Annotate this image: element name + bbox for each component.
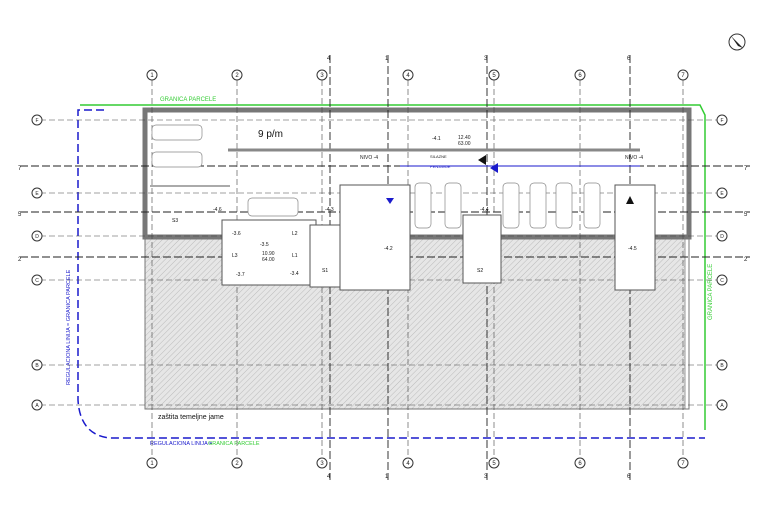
svg-text:10.90: 10.90 — [262, 251, 275, 257]
svg-text:7: 7 — [744, 166, 748, 172]
svg-text:12.40: 12.40 — [458, 135, 471, 141]
svg-text:-4.6: -4.6 — [213, 207, 222, 213]
room-labels: -4.1 -4.6 -4.3 -3.6 -3.5 -3.7 -3.4 L2 L1… — [172, 136, 637, 278]
svg-text:A: A — [35, 403, 39, 409]
svg-text:1: 1 — [385, 56, 389, 62]
svg-text:3: 3 — [320, 73, 324, 79]
svg-text:F: F — [720, 118, 723, 124]
svg-text:5: 5 — [492, 73, 496, 79]
svg-text:64.00: 64.00 — [262, 257, 275, 263]
section-marks: 4 1 3 6 4 1 3 6 7 5 2 7 5 2 — [18, 56, 748, 480]
svg-text:C: C — [720, 278, 724, 284]
svg-text:L3: L3 — [232, 253, 238, 259]
interior-walls — [150, 148, 656, 291]
svg-text:-4.4: -4.4 — [480, 207, 489, 213]
svg-text:4: 4 — [327, 56, 331, 62]
svg-text:5: 5 — [744, 212, 748, 218]
regulation-line — [77, 109, 705, 439]
regulation-label-bottom: REGULACIONA LINIJA = — [150, 441, 212, 447]
svg-text:7: 7 — [681, 73, 685, 79]
ramp-label: SILAZNE — [430, 154, 447, 159]
svg-text:D: D — [35, 234, 39, 240]
svg-text:6: 6 — [627, 56, 631, 62]
svg-text:63.00: 63.00 — [458, 141, 471, 147]
level-marker-icon — [626, 196, 634, 204]
level-label: NIVO -4 — [360, 155, 378, 161]
svg-text:4: 4 — [406, 461, 410, 467]
svg-text:2: 2 — [235, 461, 239, 467]
svg-text:6: 6 — [578, 73, 582, 79]
svg-text:2: 2 — [235, 73, 239, 79]
svg-text:1: 1 — [150, 461, 154, 467]
ramp-label: PENJANJE — [430, 164, 451, 169]
svg-text:6: 6 — [627, 474, 631, 480]
svg-text:1: 1 — [385, 474, 389, 480]
svg-text:S1: S1 — [322, 268, 328, 274]
svg-text:L2: L2 — [292, 231, 298, 237]
svg-text:5: 5 — [18, 212, 22, 218]
svg-text:-3.7: -3.7 — [236, 272, 245, 278]
north-arrow-icon — [728, 33, 746, 51]
parcel-label-bottom: GRANICA PARCELE — [208, 441, 260, 447]
svg-text:-4.1: -4.1 — [432, 136, 441, 142]
ramp-arrow-icon — [478, 155, 486, 165]
svg-text:E: E — [35, 191, 39, 197]
svg-text:B: B — [720, 363, 724, 369]
svg-text:6: 6 — [578, 461, 582, 467]
svg-text:3: 3 — [484, 56, 488, 62]
svg-text:1: 1 — [150, 73, 154, 79]
svg-text:-4.3: -4.3 — [325, 207, 334, 213]
svg-text:5: 5 — [492, 461, 496, 467]
svg-text:S2: S2 — [477, 268, 483, 274]
svg-text:E: E — [720, 191, 724, 197]
svg-text:-3.4: -3.4 — [290, 271, 299, 277]
svg-text:2: 2 — [18, 257, 22, 263]
svg-text:-4.5: -4.5 — [628, 246, 637, 252]
svg-text:L1: L1 — [292, 253, 298, 259]
svg-text:2: 2 — [744, 257, 748, 263]
svg-text:F: F — [35, 118, 38, 124]
svg-text:A: A — [720, 403, 724, 409]
parking-count: 9 p/m — [258, 129, 283, 140]
regulation-label-left: REGULACIONA LINIJA = GRANICA PARCELE — [66, 269, 72, 385]
svg-text:-3.6: -3.6 — [232, 231, 241, 237]
grid-column-markers: 1 2 3 4 5 6 7 1 2 3 4 5 6 7 — [146, 69, 689, 469]
grid-row-markers: F E D C B A F E D C B A — [31, 114, 728, 411]
pit-outline — [144, 235, 690, 410]
svg-text:4: 4 — [406, 73, 410, 79]
parcel-label-right: GRANICA PARCELE — [708, 264, 714, 320]
ramp-arrow-icon — [490, 163, 498, 173]
level-label: NIVO -4 — [625, 155, 643, 161]
svg-text:3: 3 — [320, 461, 324, 467]
svg-text:4: 4 — [327, 474, 331, 480]
svg-text:C: C — [35, 278, 39, 284]
svg-text:7: 7 — [681, 461, 685, 467]
parcel-line — [80, 104, 706, 430]
svg-text:-3.5: -3.5 — [260, 242, 269, 248]
svg-text:-4.2: -4.2 — [384, 246, 393, 252]
level-marker-icon — [386, 198, 394, 204]
svg-text:D: D — [720, 234, 724, 240]
svg-text:S3: S3 — [172, 218, 178, 224]
pit-protection-label: zaštita temeljne jame — [158, 414, 224, 421]
parcel-label-top: GRANICA PARCELE — [160, 97, 216, 103]
svg-text:3: 3 — [484, 474, 488, 480]
parked-cars — [151, 124, 601, 229]
svg-text:B: B — [35, 363, 39, 369]
svg-text:7: 7 — [18, 166, 22, 172]
